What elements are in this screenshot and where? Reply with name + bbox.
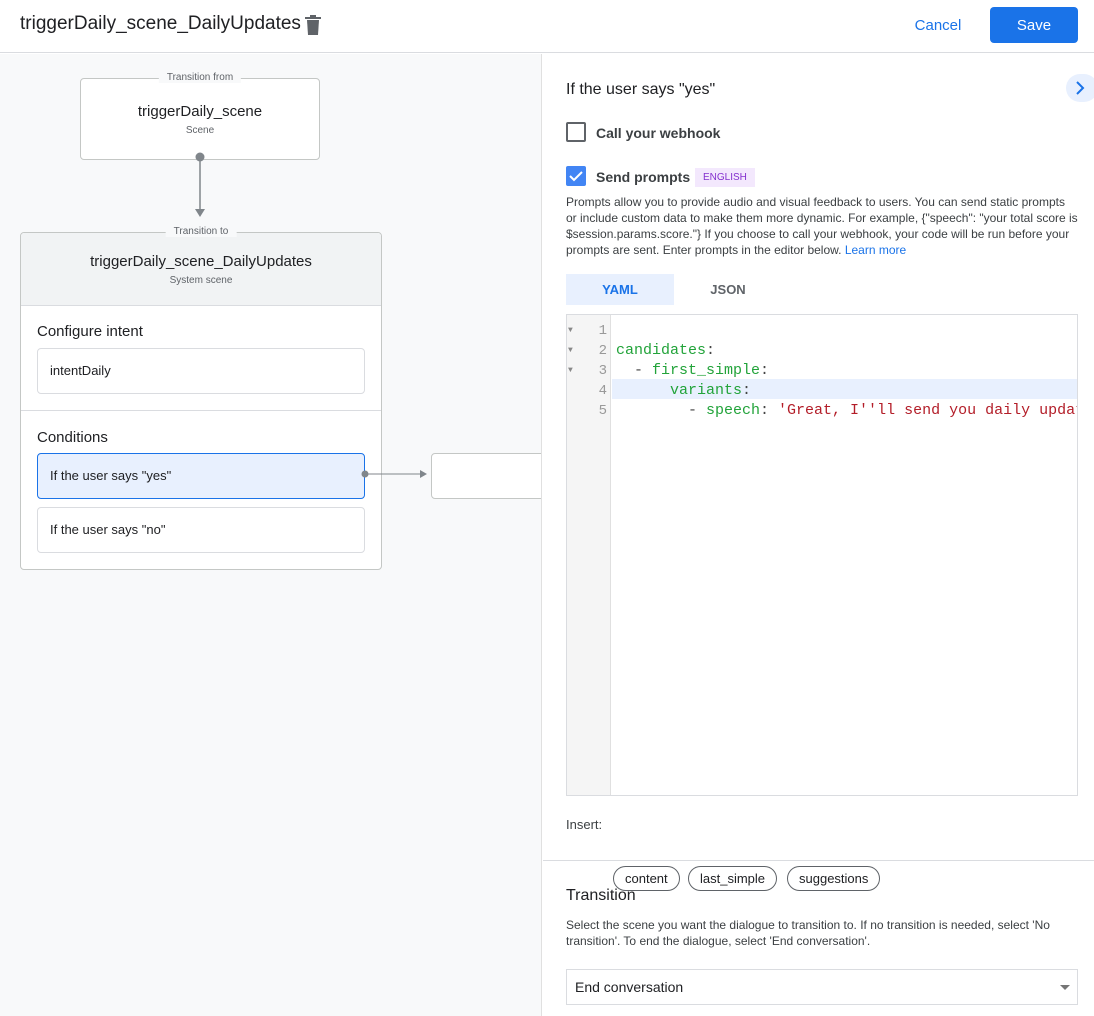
webhook-label: Call your webhook [596,125,721,141]
target-scene-card[interactable] [431,453,541,499]
scene-canvas: triggerDaily_scene Scene Transition from… [0,54,542,1016]
transition-heading: Transition [566,887,636,904]
active-line-highlight [612,379,1077,399]
transition-to-label: Transition to [165,226,237,237]
header: triggerDaily_scene_DailyUpdates Cancel S… [0,0,1094,53]
cancel-button[interactable]: Cancel [904,8,972,42]
page-title: triggerDaily_scene_DailyUpdates [20,13,301,34]
save-button[interactable]: Save [990,7,1078,43]
condition-connector [361,470,427,478]
divider [543,860,1094,861]
code-editor[interactable]: 1 2 3 4 5 ▼▼▼ candidates: - first_simple: va… [566,314,1078,796]
insert-suggestions-chip[interactable]: suggestions [787,866,881,891]
condition-no[interactable]: If the user says "no" [37,507,365,553]
to-scene-name: triggerDaily_scene_DailyUpdates [90,253,312,270]
fold-arrows[interactable]: ▼▼▼ [568,326,573,375]
dropdown-arrow-icon [1060,985,1070,990]
code-token: 'Great, I''ll send you daily updates. [778,402,1078,419]
to-scene-type: System scene [169,275,233,286]
insert-last-simple-chip[interactable]: last_simple [688,866,778,891]
condition-panel: If the user says "yes" Call your webhook… [543,54,1094,1016]
webhook-checkbox[interactable] [566,122,586,142]
editor-gutter [567,315,611,795]
from-scene-name: triggerDaily_scene [137,103,263,120]
chevron-right-icon [1076,81,1085,95]
insert-content-chip[interactable]: content [613,866,680,891]
line-number: 1 [598,323,607,339]
language-badge: ENGLISH [695,168,755,187]
line-number: 5 [598,403,607,419]
trash-icon[interactable] [304,14,322,36]
collapse-panel-button[interactable] [1066,74,1094,102]
transition-from-card[interactable]: triggerDaily_scene Scene [80,78,320,160]
prompts-label: Send prompts [596,169,691,185]
prompts-description: Prompts allow you to provide audio and v… [566,194,1078,258]
conditions-heading: Conditions [37,429,108,446]
transition-select[interactable]: End conversation [566,969,1078,1005]
intent-item[interactable]: intentDaily [37,348,365,394]
connector-arrow [195,152,205,217]
line-number: 4 [598,383,607,399]
code-content: candidates: - first_simple: variants: - … [616,321,1078,461]
code-token: variants [670,382,743,399]
line-number: 2 [598,343,607,359]
transition-description: Select the scene you want the dialogue t… [566,918,1050,948]
code-token: speech [706,402,761,419]
transition-select-value: End conversation [575,979,684,995]
tab-json[interactable]: JSON [710,282,746,297]
prompts-checkbox[interactable] [566,166,586,186]
insert-label: Insert: [566,817,603,832]
check-icon [569,171,583,182]
code-token: first_simple [652,362,761,379]
configure-intent-heading: Configure intent [37,323,143,340]
code-token: candidates [616,342,707,359]
learn-more-link[interactable]: Learn more [844,243,907,257]
line-number: 3 [598,363,607,379]
transition-from-label: Transition from [158,72,242,83]
panel-heading: If the user says "yes" [566,81,716,98]
transition-to-card: triggerDaily_scene_DailyUpdates System s… [20,232,382,570]
tab-yaml[interactable]: YAML [566,274,674,305]
description-text: Prompts allow you to provide audio and v… [566,195,1078,257]
from-scene-type: Scene [185,125,215,136]
condition-yes[interactable]: If the user says "yes" [37,453,365,499]
